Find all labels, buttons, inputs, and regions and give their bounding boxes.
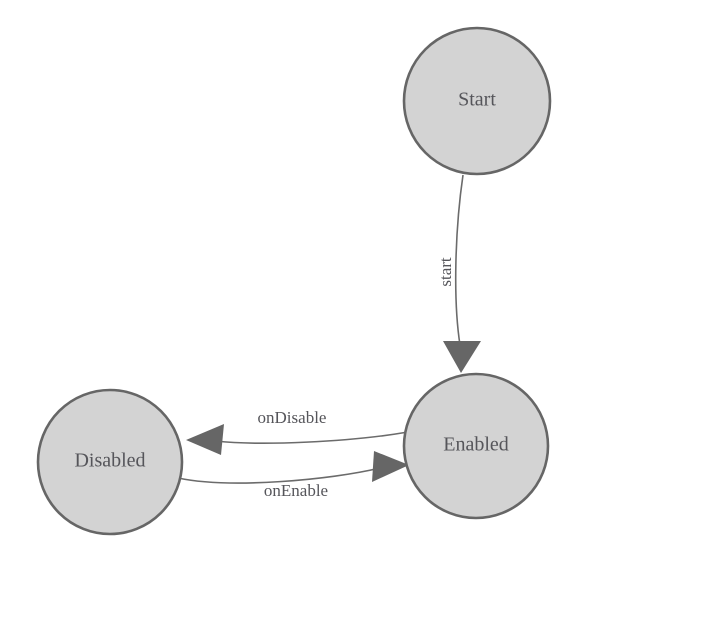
arrowhead-disabled-right [186,424,224,455]
node-enabled-circle [402,372,550,520]
node-start-circle [402,26,552,176]
edge-enabled-to-disabled-path [215,431,409,444]
node-start-label: Start [458,89,496,111]
edge-disabled-to-enabled-path [177,467,381,484]
edge-disabled-to-enabled[interactable] [177,451,409,484]
arrowhead-enabled-top [443,341,481,373]
edge-label-start: start [436,257,455,287]
edge-label-onenable: onEnable [264,481,328,500]
edge-start-to-enabled[interactable] [443,174,481,373]
node-start[interactable]: Start [402,26,552,176]
node-disabled-label: Disabled [74,450,145,472]
node-enabled[interactable]: Enabled [402,372,550,520]
node-disabled-circle [36,388,184,536]
arrowhead-enabled-left [372,451,409,482]
edge-label-ondisable: onDisable [258,408,327,427]
edge-enabled-to-disabled[interactable] [186,424,409,455]
node-enabled-label: Enabled [443,434,509,456]
node-disabled[interactable]: Disabled [36,388,184,536]
edge-start-to-enabled-path [454,174,464,346]
